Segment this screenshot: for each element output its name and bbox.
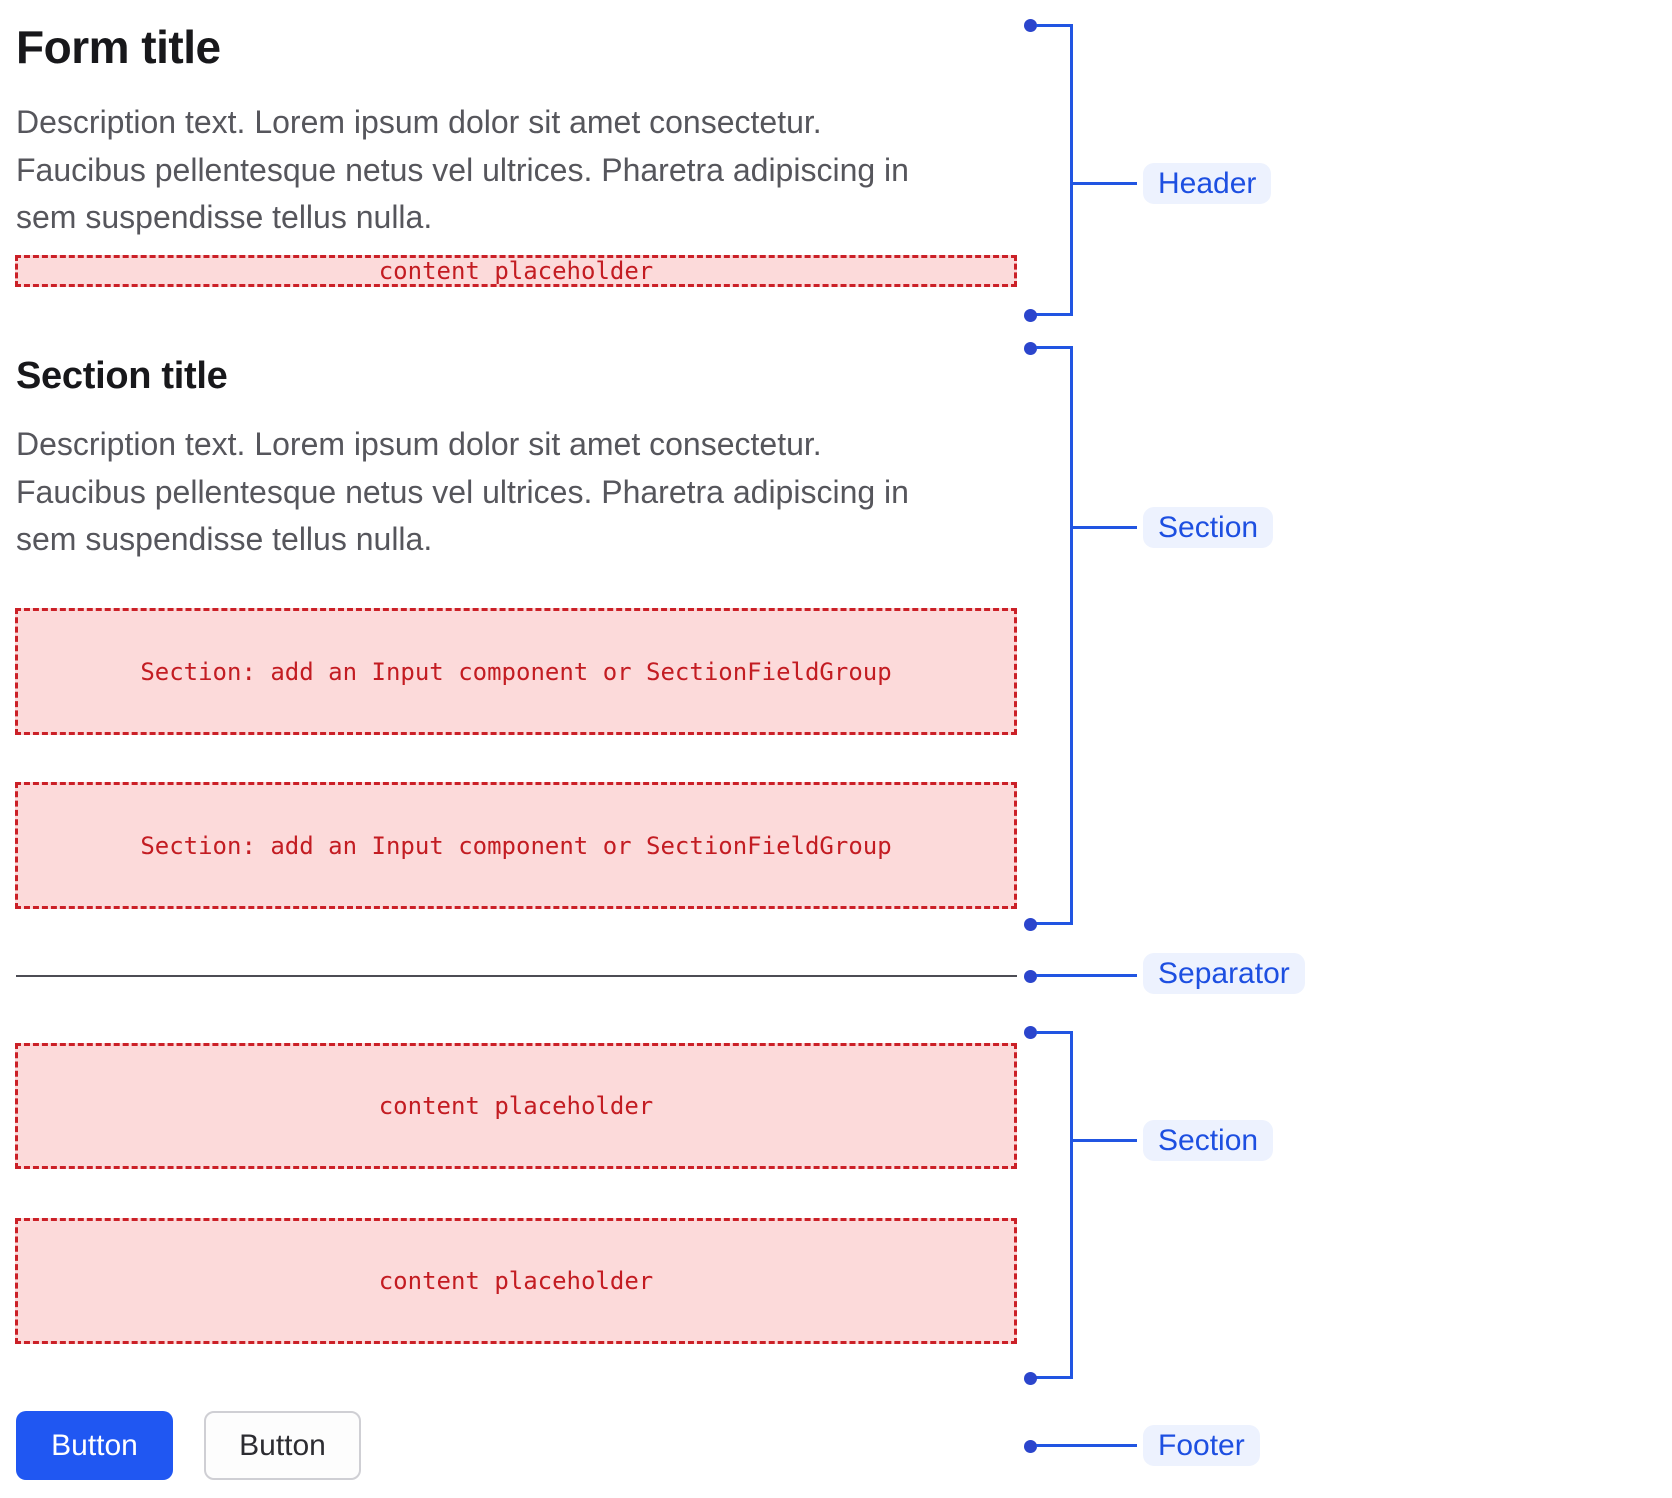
header-bracket-top-dot <box>1024 19 1037 32</box>
form-title: Form title <box>16 21 221 73</box>
section-content-placeholder: content placeholder <box>15 1043 1017 1169</box>
section-input-placeholder: Section: add an Input component or Secti… <box>15 782 1017 909</box>
footer-label-connector <box>1036 1444 1137 1447</box>
section-bracket-bottom-dot <box>1024 918 1037 931</box>
section-label-connector <box>1073 526 1137 529</box>
content-bracket-top-segment <box>1036 1031 1073 1034</box>
footer-dot <box>1024 1440 1037 1453</box>
form-description-line: sem suspendisse tellus nulla. <box>16 199 433 235</box>
header-content-placeholder: content placeholder <box>15 255 1017 287</box>
section-bracket-bottom-segment <box>1036 922 1073 925</box>
section-description: Description text. Lorem ipsum dolor sit … <box>16 421 976 564</box>
section-description-line: Description text. Lorem ipsum dolor sit … <box>16 426 822 462</box>
separator-annotation-label: Separator <box>1143 953 1305 994</box>
section-input-placeholder: Section: add an Input component or Secti… <box>15 608 1017 735</box>
header-annotation-label: Header <box>1143 163 1272 204</box>
section-bracket-top-segment <box>1036 346 1073 349</box>
footer-annotation-label: Footer <box>1143 1425 1260 1466</box>
header-bracket-top-segment <box>1036 24 1073 27</box>
content-bracket-bottom-segment <box>1036 1376 1073 1379</box>
header-bracket-bottom-segment <box>1036 313 1073 316</box>
separator-line <box>16 975 1017 977</box>
content-bracket-line <box>1070 1031 1073 1379</box>
content-label-connector <box>1073 1139 1137 1142</box>
content-bracket-top-dot <box>1024 1026 1037 1039</box>
header-bracket-bottom-dot <box>1024 309 1037 322</box>
section-title: Section title <box>16 355 228 397</box>
header-bracket-line <box>1070 24 1073 316</box>
content-bracket-bottom-dot <box>1024 1372 1037 1385</box>
section-bracket-line <box>1070 346 1073 925</box>
secondary-button[interactable]: Button <box>204 1411 361 1480</box>
section-description-line: Faucibus pellentesque netus vel ultrices… <box>16 473 909 510</box>
section-annotation-label: Section <box>1143 507 1274 548</box>
primary-button[interactable]: Button <box>16 1411 173 1480</box>
separator-dot <box>1024 970 1037 983</box>
content-annotation-label: Section <box>1143 1120 1274 1161</box>
section-content-placeholder: content placeholder <box>15 1218 1017 1344</box>
header-label-connector <box>1073 182 1137 185</box>
section-description-line: sem suspendisse tellus nulla. <box>16 521 433 557</box>
form-description-line: Faucibus pellentesque netus vel ultrices… <box>16 151 909 188</box>
section-bracket-top-dot <box>1024 342 1037 355</box>
separator-label-connector <box>1036 974 1137 977</box>
form-description-line: Description text. Lorem ipsum dolor sit … <box>16 104 822 140</box>
form-description: Description text. Lorem ipsum dolor sit … <box>16 99 976 242</box>
